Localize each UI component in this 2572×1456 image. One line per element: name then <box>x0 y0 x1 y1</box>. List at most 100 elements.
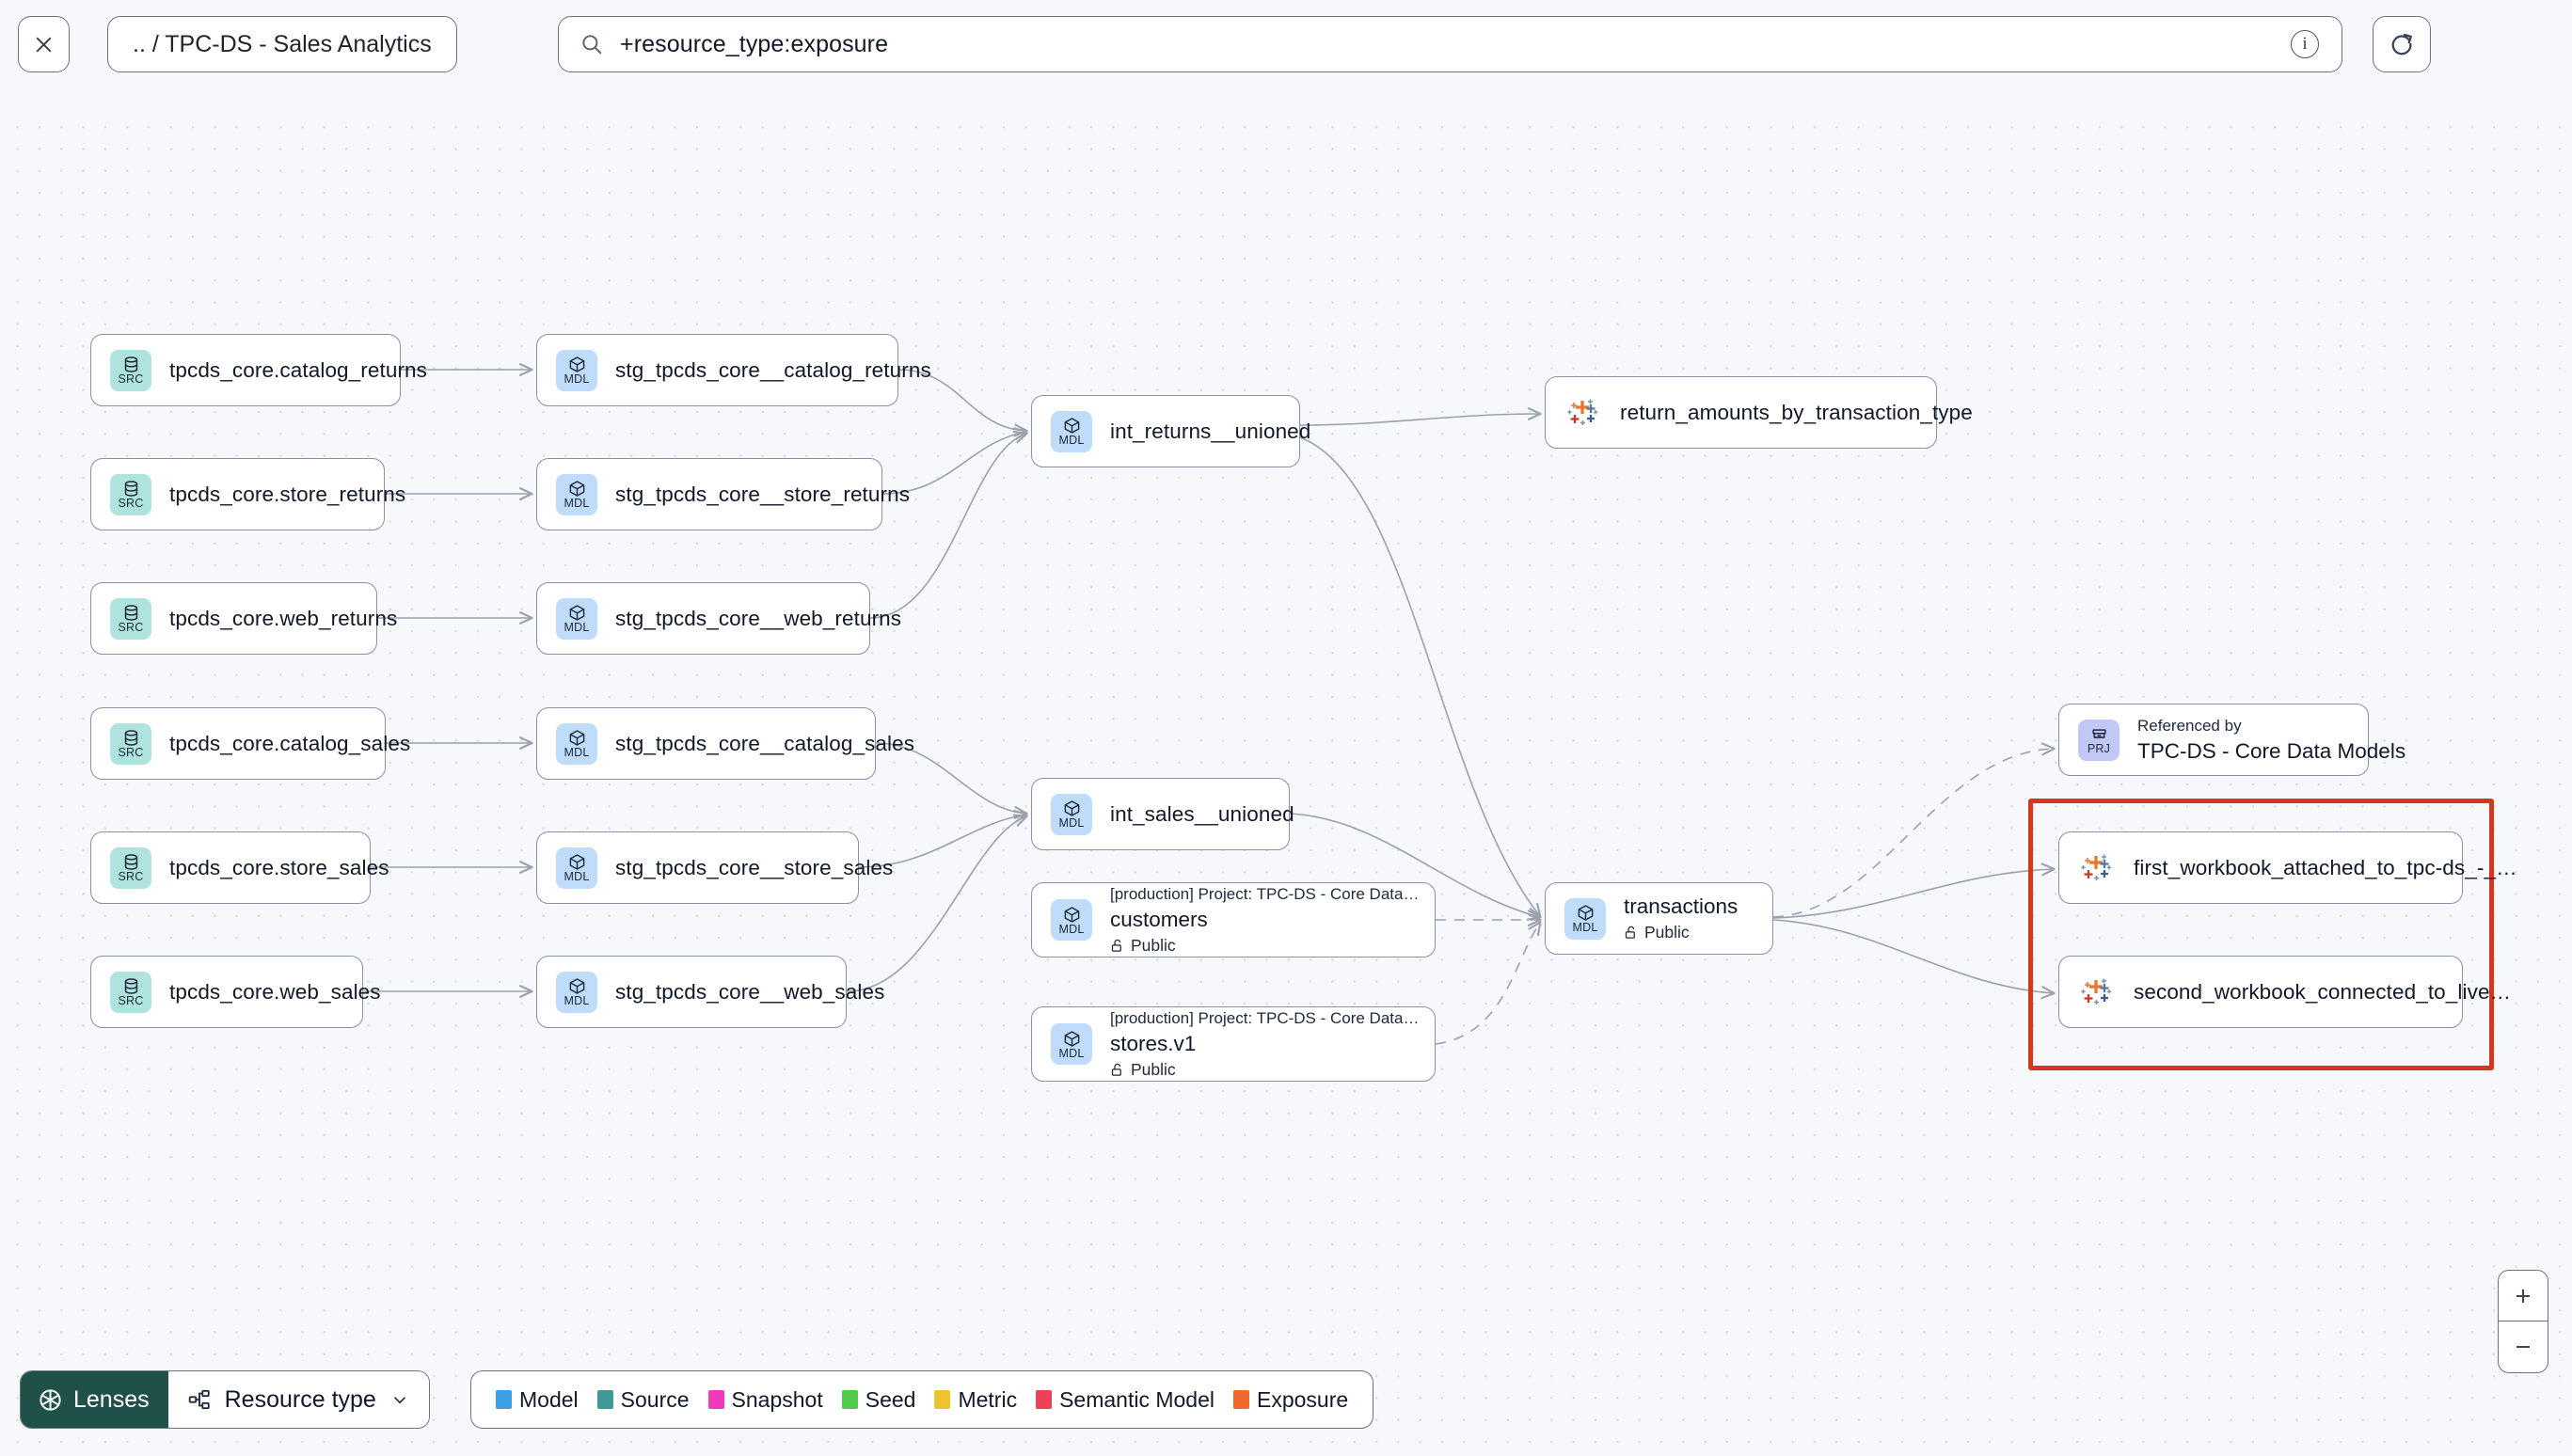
graph-node-model[interactable]: MDL stg_tpcds_core__web_sales <box>536 956 884 1028</box>
graph-node-source[interactable]: SRC tpcds_core.catalog_sales <box>90 707 410 780</box>
graph-node-model[interactable]: MDL stg_tpcds_core__catalog_sales <box>536 707 914 780</box>
src-badge-label: SRC <box>118 497 144 510</box>
info-icon[interactable]: i <box>2291 30 2319 58</box>
src-badge: SRC <box>110 971 151 1013</box>
legend-item-semantic-model: Semantic Model <box>1036 1387 1215 1413</box>
database-icon <box>122 728 140 747</box>
graph-node-exposure[interactable]: second_workbook_connected_to_live… <box>2058 956 2511 1028</box>
mdl-badge-label: MDL <box>564 870 590 883</box>
lenses-label: Lenses <box>73 1385 150 1413</box>
legend-swatch <box>1233 1390 1249 1409</box>
legend-label: Seed <box>865 1386 916 1412</box>
cube-icon <box>568 603 586 622</box>
node-text-block: [production] Project: TPC-DS - Core Data… <box>1110 885 1421 956</box>
mdl-badge: MDL <box>556 971 597 1013</box>
node-visibility: Public <box>1624 923 1738 942</box>
breadcrumb[interactable]: .. / TPC-DS - Sales Analytics <box>107 16 457 72</box>
graph-node-model[interactable]: MDL int_sales__unioned <box>1031 778 1294 850</box>
graph-node-model[interactable]: MDL stg_tpcds_core__store_returns <box>536 458 910 530</box>
node-label: stg_tpcds_core__store_returns <box>615 482 911 506</box>
node-label: return_amounts_by_transaction_type <box>1620 400 1973 424</box>
legend-item-model: Model <box>496 1387 579 1413</box>
node-label: stg_tpcds_core__catalog_sales <box>615 731 915 755</box>
cube-icon <box>1063 799 1081 817</box>
graph-node-model[interactable]: MDL stg_tpcds_core__store_sales <box>536 831 893 904</box>
legend-label: Semantic Model <box>1059 1386 1215 1412</box>
node-label: TPC-DS - Core Data Models <box>2137 738 2406 763</box>
cube-icon <box>568 728 586 747</box>
node-subtitle: [production] Project: TPC-DS - Core Data… <box>1110 1008 1421 1027</box>
info-glyph: i <box>2302 34 2308 54</box>
graph-node-exposure[interactable]: first_workbook_attached_to_tpc-ds_-_… <box>2058 831 2517 904</box>
node-label: second_workbook_connected_to_live… <box>2134 979 2512 1004</box>
close-button[interactable] <box>18 16 70 72</box>
resource-type-dropdown[interactable]: Resource type <box>167 1371 429 1428</box>
database-icon <box>122 603 140 622</box>
mdl-badge-label: MDL <box>564 746 590 759</box>
node-label: tpcds_core.catalog_sales <box>169 731 411 755</box>
mdl-badge-label: MDL <box>564 372 590 386</box>
lenses-button[interactable]: Lenses <box>21 1371 168 1428</box>
mdl-badge-label: MDL <box>1058 816 1085 830</box>
refresh-button[interactable] <box>2373 16 2431 72</box>
graph-node-model[interactable]: MDL int_returns__unioned <box>1031 395 1310 467</box>
node-subtitle: Referenced by <box>2137 716 2242 735</box>
graph-node-model[interactable]: MDL stg_tpcds_core__catalog_returns <box>536 334 931 406</box>
node-label: stg_tpcds_core__web_sales <box>615 979 885 1004</box>
bottom-toolbar: Lenses Resource type Model Source Snapsh… <box>0 1347 2572 1456</box>
cube-icon <box>1577 903 1595 922</box>
close-icon <box>36 37 52 52</box>
src-badge: SRC <box>110 597 151 640</box>
graph-node-model[interactable]: MDL transactions Public <box>1545 882 1773 955</box>
graph-node-source[interactable]: SRC tpcds_core.web_returns <box>90 582 397 655</box>
project-stack-icon <box>2090 724 2108 743</box>
mdl-badge: MDL <box>556 847 597 889</box>
node-label: transactions <box>1624 894 1738 918</box>
node-label: int_sales__unioned <box>1110 801 1294 826</box>
search-input[interactable]: +resource_type:exposure i <box>558 16 2342 72</box>
graph-node-project[interactable]: PRJ Referenced by TPC-DS - Core Data Mod… <box>2058 704 2405 776</box>
cube-icon <box>1063 416 1081 435</box>
mdl-badge-label: MDL <box>564 994 590 1007</box>
legend-swatch <box>707 1390 724 1409</box>
mdl-badge: MDL <box>556 473 597 515</box>
graph-node-source[interactable]: SRC tpcds_core.store_returns <box>90 458 405 530</box>
plus-icon <box>2516 1289 2530 1303</box>
nodes-icon <box>188 1389 210 1410</box>
node-visibility: Public <box>1110 1060 1421 1080</box>
node-text-block: Referenced by TPC-DS - Core Data Models <box>2137 717 2405 764</box>
zoom-in-button[interactable] <box>2499 1271 2548 1321</box>
mdl-badge-label: MDL <box>1058 434 1085 447</box>
mdl-badge: MDL <box>556 722 597 765</box>
graph-node-source[interactable]: SRC tpcds_core.catalog_returns <box>90 334 427 406</box>
database-icon <box>122 852 140 871</box>
graph-node-model[interactable]: MDL stg_tpcds_core__web_returns <box>536 582 901 655</box>
node-label: int_returns__unioned <box>1110 419 1311 443</box>
mdl-badge-label: MDL <box>1058 1046 1085 1060</box>
legend-item-snapshot: Snapshot <box>707 1387 823 1413</box>
zoom-out-button[interactable] <box>2499 1321 2548 1372</box>
cube-icon <box>1063 905 1081 924</box>
tableau-icon <box>1564 394 1602 432</box>
prj-badge: PRJ <box>2078 719 2120 761</box>
mdl-badge: MDL <box>1051 1023 1092 1065</box>
graph-node-source[interactable]: SRC tpcds_core.web_sales <box>90 956 381 1028</box>
node-visibility-label: Public <box>1131 1059 1176 1079</box>
legend-label: Source <box>620 1386 690 1412</box>
graph-node-model[interactable]: MDL [production] Project: TPC-DS - Core … <box>1031 882 1436 957</box>
graph-node-source[interactable]: SRC tpcds_core.store_sales <box>90 831 389 904</box>
node-label: tpcds_core.catalog_returns <box>169 357 428 382</box>
database-icon <box>122 479 140 498</box>
node-text-block: transactions Public <box>1624 894 1738 942</box>
node-label: stores.v1 <box>1110 1031 1197 1055</box>
src-badge-label: SRC <box>118 994 144 1007</box>
search-icon <box>582 35 602 55</box>
cube-icon <box>568 976 586 995</box>
mdl-badge: MDL <box>556 349 597 391</box>
node-visibility: Public <box>1110 936 1421 956</box>
resource-type-legend: Model Source Snapshot Seed Metric Semant… <box>470 1370 1374 1429</box>
graph-node-exposure[interactable]: return_amounts_by_transaction_type <box>1545 376 1973 449</box>
graph-node-model[interactable]: MDL [production] Project: TPC-DS - Core … <box>1031 1006 1436 1082</box>
